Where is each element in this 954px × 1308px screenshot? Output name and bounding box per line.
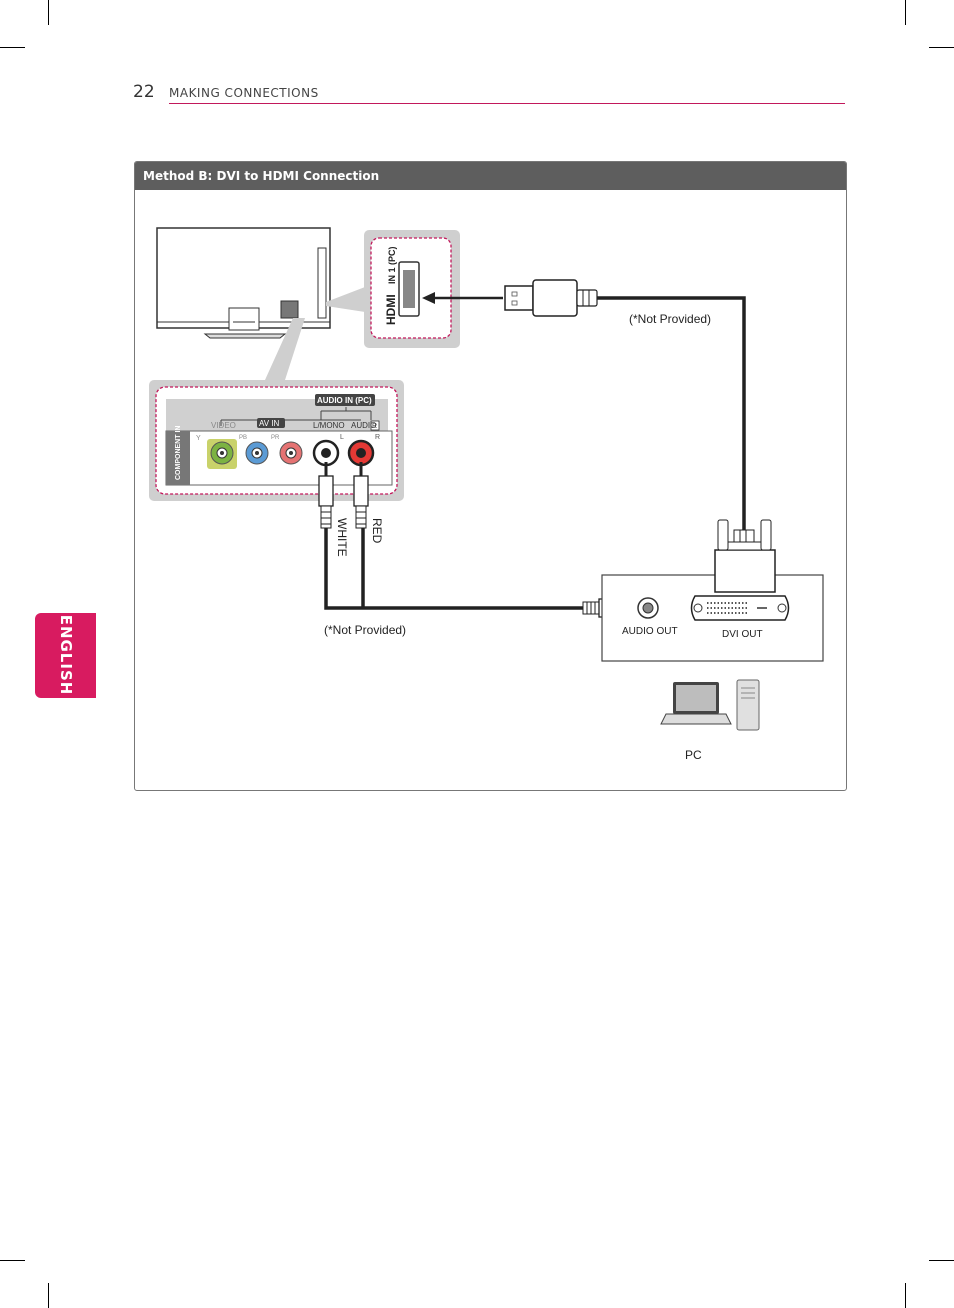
crop-mark [929,47,954,48]
jack-pr [279,441,303,465]
dvi-out-label: DVI OUT [722,629,763,640]
jack-pb [245,441,269,465]
page-number: 22 [133,82,155,102]
jack-video-y [207,439,237,469]
zoom-beam [265,318,305,380]
crop-mark [48,1283,49,1308]
audio-cable-note: (*Not Provided) [324,623,406,637]
crop-mark [905,0,906,25]
jack-label-l: L [340,434,344,441]
pc-ports-box [601,574,824,662]
panel-header: Method B: DVI to HDMI Connection [135,162,846,190]
jack-label-r: R [375,434,380,441]
section-title: MAKING CONNECTIONS [169,86,319,100]
audio-out-label: AUDIO OUT [622,626,678,637]
component-in-label: COMPONENT IN [175,426,182,480]
crop-mark [929,1260,954,1261]
jack-label-y: Y [196,435,201,442]
connection-panel: Method B: DVI to HDMI Connection HDMI IN… [134,161,847,791]
jack-audio-r-red [347,439,375,467]
jack-audio-l-white [312,439,340,467]
language-tab [35,613,96,698]
audio-cable [318,462,639,618]
audio-r-badge: R [372,423,377,430]
crop-mark [0,47,25,48]
pc-label: PC [685,748,702,762]
header-rule [169,103,845,104]
hdmi-cable-note: (*Not Provided) [629,312,711,326]
hdmi-logo: HDMI [384,294,398,325]
hdmi-cable [422,279,746,530]
red-label: RED [370,518,384,544]
lmono-label: L/MONO [313,421,345,430]
hdmi-port-zoom [364,230,460,348]
arrow-icon [422,292,435,304]
panel-title: Method B: DVI to HDMI Connection [143,169,380,183]
white-label: WHITE [335,518,349,557]
zoom-beam [326,287,365,312]
crop-mark [0,1260,25,1261]
connection-diagram: HDMI IN 1 (PC) (*Not Provided) [149,227,824,762]
jack-label-pr: PR [271,435,280,441]
crop-mark [48,0,49,25]
language-tab-label: ENGLISH [57,614,75,696]
desktop-tower-icon [736,679,760,731]
audio-label: AUDIO [351,421,376,430]
video-label: VIDEO [211,421,236,430]
audio-in-pc-label: AUDIO IN (PC) [317,396,372,405]
hdmi-port-label: IN 1 (PC) [387,246,397,284]
dvi-plug [714,519,776,593]
crop-mark [905,1283,906,1308]
tv-back-illustration [156,227,331,339]
jack-label-pb: PB [239,435,247,441]
laptop-icon [660,682,732,725]
av-in-label: AV IN [259,419,280,428]
